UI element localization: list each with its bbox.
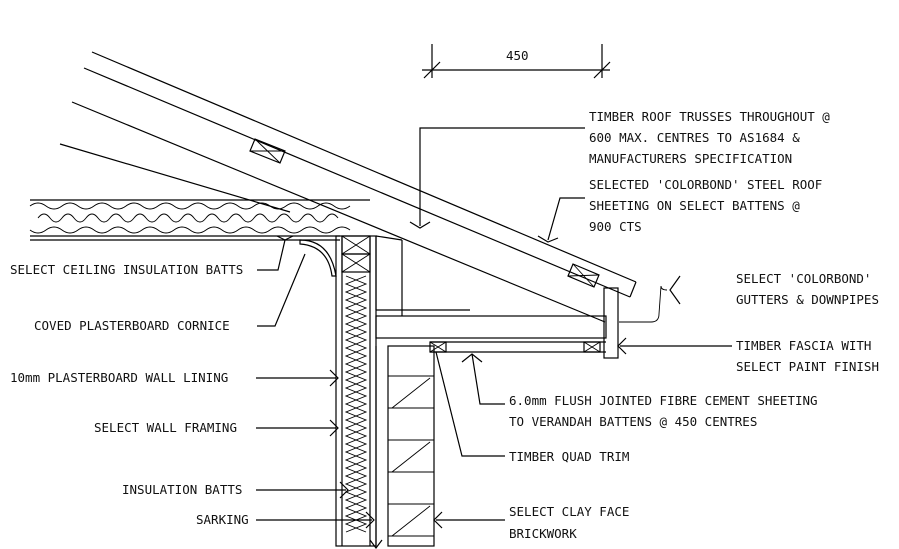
wall-framing — [335, 235, 377, 547]
label-trusses-3: MANUFACTURERS SPECIFICATION — [589, 151, 792, 166]
clay-brickwork — [375, 345, 435, 547]
label-cornice: COVED PLASTERBOARD CORNICE — [34, 318, 230, 333]
coved-cornice — [299, 239, 337, 277]
label-fascia-2: SELECT PAINT FINISH — [736, 359, 879, 374]
label-brickwork-2: BRICKWORK — [509, 526, 577, 541]
label-fascia-1: TIMBER FASCIA WITH — [736, 338, 871, 353]
label-insulation-batts: INSULATION BATTS — [122, 482, 242, 497]
label-roof-sheeting-2: SHEETING ON SELECT BATTENS @ — [589, 198, 800, 213]
label-wall-framing: SELECT WALL FRAMING — [94, 420, 237, 435]
leaders — [256, 127, 732, 549]
dimension-value: 450 — [506, 48, 529, 63]
label-sarking: SARKING — [196, 512, 249, 527]
timber-fascia — [603, 287, 619, 359]
label-roof-sheeting-3: 900 CTS — [589, 219, 642, 234]
dimension-450: 450 — [422, 44, 611, 79]
label-trusses-1: TIMBER ROOF TRUSSES THROUGHOUT @ — [589, 109, 830, 124]
label-roof-sheeting-1: SELECTED 'COLORBOND' STEEL ROOF — [589, 177, 822, 192]
roof-sheeting — [59, 51, 637, 323]
ceiling-insulation-batts — [29, 199, 370, 241]
label-brickwork-1: SELECT CLAY FACE — [509, 504, 629, 519]
label-wall-lining: 10mm PLASTERBOARD WALL LINING — [10, 370, 228, 385]
roof-batten-lower — [567, 263, 600, 288]
roof-batten-upper — [249, 138, 286, 164]
label-quad-trim: TIMBER QUAD TRIM — [509, 449, 629, 464]
label-ceiling-insulation: SELECT CEILING INSULATION BATTS — [10, 262, 243, 277]
label-fc-sheeting-1: 6.0mm FLUSH JOINTED FIBRE CEMENT SHEETIN… — [509, 393, 818, 408]
label-fc-sheeting-2: TO VERANDAH BATTENS @ 450 CENTRES — [509, 414, 757, 429]
label-gutters-1: SELECT 'COLORBOND' — [736, 271, 871, 286]
label-gutters-2: GUTTERS & DOWNPIPES — [736, 292, 879, 307]
truss-eave-framing — [375, 235, 607, 353]
label-trusses-2: 600 MAX. CENTRES TO AS1684 & — [589, 130, 800, 145]
